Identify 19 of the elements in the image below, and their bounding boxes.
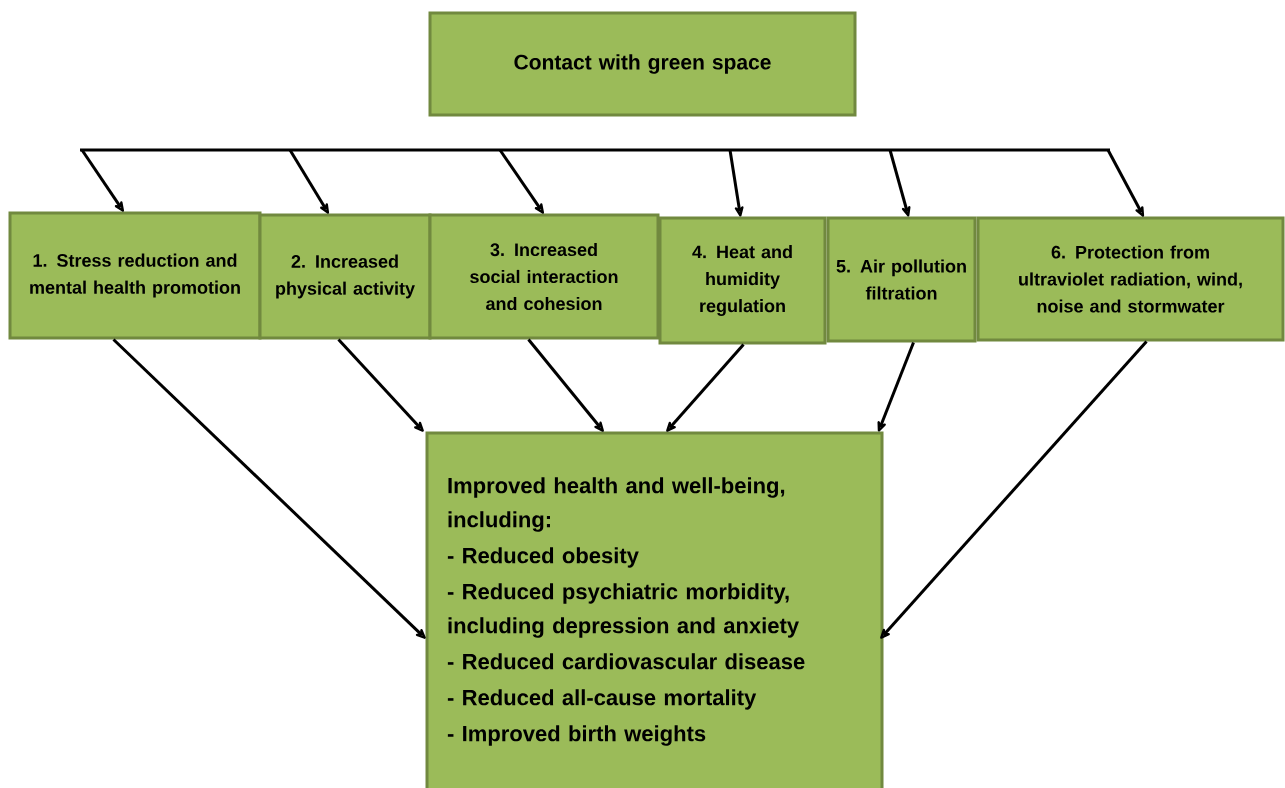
arrow [80,149,125,212]
arrow [527,338,604,432]
source-box: Contact with green space [428,11,857,117]
arrow [666,343,745,432]
pathway-box: 1. Stress reduction and mental health promotion [8,211,262,340]
arrow [112,338,426,639]
outcome-box: Improved health and well-being, including: - Reduced obesity - Reduced psychiatric morbidity, including depression and anxiety - Reduced cardiovascular disease - Reduced all-cause mortality - Improved birth weights [425,431,884,788]
arrow [288,149,330,214]
pathway-box: 2. Increased physical activity [258,213,432,340]
pathway-box: 5. Air pollution filtration [826,216,977,343]
arrow [498,149,544,214]
arrow [888,149,911,217]
arrow [880,340,1148,639]
arrow [337,338,424,432]
arrow [728,149,744,217]
pathway-box: 3. Increased social interaction and cohesion [428,213,660,340]
arrow [1106,149,1145,217]
pathway-box: 4. Heat and humidity regulation [658,216,827,345]
arrow [877,341,915,432]
